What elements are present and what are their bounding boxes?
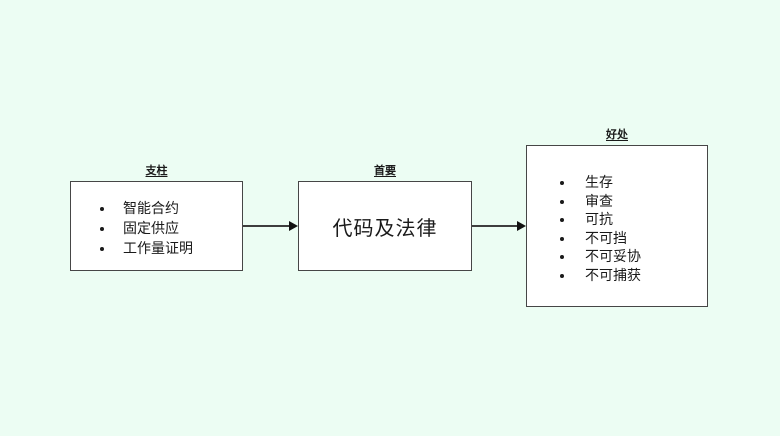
node-pillars: 智能合约 固定供应 工作量证明 (70, 181, 243, 271)
pillars-bullet-list: 智能合约 固定供应 工作量证明 (71, 182, 242, 258)
list-item: 工作量证明 (115, 238, 242, 258)
node-title-benefits: 好处 (606, 129, 628, 141)
node-benefits: 生存 审查 可抗 不可挡 不可妥协 不可捕获 (526, 145, 708, 307)
arrow-primary-to-benefits (472, 221, 526, 231)
node-title-pillars: 支柱 (145, 165, 168, 177)
list-item: 不可捕获 (575, 266, 707, 285)
benefits-bullet-list: 生存 审查 可抗 不可挡 不可妥协 不可捕获 (527, 146, 707, 284)
arrow-line (472, 225, 517, 227)
list-item: 审查 (575, 192, 707, 211)
list-item: 生存 (575, 173, 707, 192)
list-item: 不可妥协 (575, 247, 707, 266)
arrowhead-icon (517, 221, 526, 231)
arrowhead-icon (289, 221, 298, 231)
list-item: 不可挡 (575, 229, 707, 248)
list-item: 固定供应 (115, 218, 242, 238)
node-title-primary: 首要 (374, 165, 396, 177)
arrow-line (243, 225, 289, 227)
list-item: 智能合约 (115, 198, 242, 218)
node-primary: 代码及法律 (298, 181, 472, 271)
arrow-pillars-to-primary (243, 221, 298, 231)
primary-label: 代码及法律 (332, 217, 438, 240)
list-item: 可抗 (575, 210, 707, 229)
